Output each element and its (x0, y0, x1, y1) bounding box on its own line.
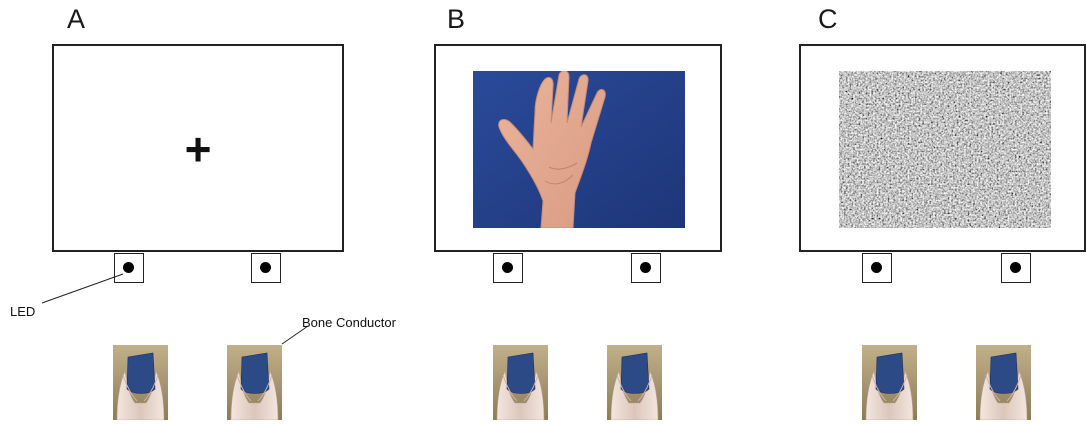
led-label: LED (10, 305, 35, 318)
led-box-c-right (1001, 253, 1031, 283)
bone-conductor-image (862, 345, 917, 420)
bone-conductor-image (227, 345, 282, 420)
led-box-b-left (493, 253, 523, 283)
fixation-cross: + (54, 126, 342, 172)
bone-conductor-image (976, 345, 1031, 420)
panel-letter-a: A (67, 6, 85, 33)
led-dot (1010, 262, 1021, 273)
led-dot (502, 262, 513, 273)
led-dot (871, 262, 882, 273)
monitor-screen-a: + (52, 44, 344, 252)
bone-conductor-image (113, 345, 168, 420)
panel-letter-c: C (818, 6, 838, 33)
led-box-b-right (631, 253, 661, 283)
scrambled-noise-image (839, 71, 1051, 228)
bone-conductor-image (493, 345, 548, 420)
monitor-screen-c (799, 44, 1086, 252)
led-dot (260, 262, 271, 273)
led-dot (640, 262, 651, 273)
bone-conductor-label: Bone Conductor (302, 316, 396, 329)
led-box-a-right (251, 253, 281, 283)
hand-photo (473, 71, 685, 228)
led-box-c-left (862, 253, 892, 283)
bone-conductor-image (607, 345, 662, 420)
monitor-screen-b (434, 44, 722, 252)
panel-letter-b: B (447, 6, 465, 33)
led-box-a-left (114, 253, 144, 283)
led-dot (123, 262, 134, 273)
